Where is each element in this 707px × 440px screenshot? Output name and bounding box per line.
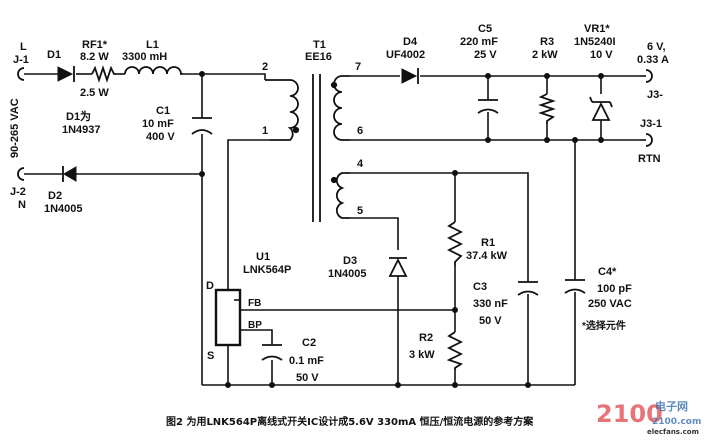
label-c1-volt: 400 V: [146, 131, 175, 143]
label-r1-val: 37.4 kW: [466, 250, 508, 262]
label-pin1: 1: [262, 125, 268, 137]
label-pin-s: S: [207, 350, 214, 362]
watermark-logo: 2100 电子网 2100.com elecfans.com: [596, 399, 701, 436]
capacitor-c5: [477, 99, 499, 114]
label-c5-val: 220 mF: [460, 36, 498, 48]
figure-caption: 图2 为用LNK564P离线式开关IC设计成5.6V 330mA 恒压/恒流电源…: [166, 415, 534, 428]
label-r1-name: R1: [481, 237, 495, 249]
label-c4-name: C4*: [598, 266, 617, 278]
label-vr1-part: 1N5240I: [574, 36, 616, 48]
zener-vr1: [589, 96, 613, 121]
label-r3-name: R3: [540, 36, 554, 48]
label-c1-name: C1: [156, 105, 170, 117]
label-n: N: [18, 199, 26, 211]
label-c5-name: C5: [478, 23, 492, 35]
label-j3-minus: J3-: [647, 89, 663, 101]
label-r2-val: 3 kW: [409, 349, 435, 361]
capacitor-c1: [191, 117, 213, 135]
capacitor-c2: [261, 344, 283, 361]
label-d2: D2: [48, 190, 62, 202]
resistor-r2: [446, 331, 464, 370]
label-d1: D1: [47, 49, 61, 61]
label-pin-bp: BP: [248, 320, 262, 331]
label-vr1-name: VR1*: [584, 23, 610, 35]
label-l1-val: 3300 mH: [122, 51, 167, 63]
label-pin-d: D: [206, 280, 214, 292]
capacitor-c4: [564, 279, 586, 294]
label-c4-note: *选择元件: [582, 319, 626, 332]
label-d3-name: D3: [343, 255, 357, 267]
label-u1-name: U1: [256, 251, 270, 263]
label-d1-note: D1为: [66, 109, 91, 123]
diode-d2: [62, 166, 77, 182]
label-c1-val: 10 mF: [142, 118, 174, 130]
label-c3-name: C3: [473, 281, 487, 293]
label-rf1-power: 2.5 W: [80, 87, 109, 99]
terminal-j3-minus: [640, 69, 653, 83]
label-c5-volt: 25 V: [474, 49, 497, 61]
label-j2: J-2: [10, 186, 26, 198]
label-r2-name: R2: [419, 332, 433, 344]
label-d4-name: D4: [403, 36, 418, 48]
label-c4-volt: 250 VAC: [588, 298, 632, 310]
label-l1-name: L1: [146, 39, 159, 51]
watermark-brand: 2100: [596, 400, 663, 428]
label-d1-part: 1N4937: [62, 124, 101, 136]
label-c4-val: 100 pF: [597, 283, 632, 295]
label-r3-val: 2 kW: [532, 49, 558, 61]
label-c3-val: 330 nF: [473, 298, 508, 310]
label-t1-core: EE16: [305, 51, 332, 63]
labels: L J-1 J-2 N 90-265 VAC D1 RF1* 8.2 W 2.5…: [9, 23, 669, 384]
capacitor-c3: [517, 281, 539, 296]
ic-u1: [214, 288, 242, 347]
label-pin4: 4: [357, 158, 364, 170]
watermark-brand-cn: 电子网: [655, 399, 688, 413]
diode-d1: [57, 66, 75, 82]
label-c2-val: 0.1 mF: [289, 355, 324, 367]
label-pin2: 2: [262, 61, 268, 73]
diode-d3: [388, 257, 408, 277]
label-pin5: 5: [357, 205, 363, 217]
terminal-j2: [17, 167, 25, 181]
diode-d4: [401, 68, 419, 84]
label-d3-part: 1N4005: [328, 268, 367, 280]
label-d2-part: 1N4005: [44, 203, 83, 215]
label-vr1-volt: 10 V: [590, 49, 613, 61]
inductor-l1: [124, 66, 183, 75]
watermark-site: 2100.com: [652, 417, 701, 427]
label-rf1-name: RF1*: [82, 39, 108, 51]
label-voltage: 90-265 VAC: [9, 98, 21, 158]
label-j1: J-1: [13, 54, 29, 66]
transformer-t1: [265, 74, 350, 222]
label-rf1-val: 8.2 W: [80, 51, 109, 63]
watermark-credit: elecfans.com: [647, 428, 699, 436]
label-pin7: 7: [355, 61, 361, 73]
label-c2-volt: 50 V: [296, 372, 319, 384]
junctions: [199, 71, 604, 388]
label-out-v: 6 V,: [647, 41, 666, 53]
label-out-i: 0.33 A: [637, 54, 669, 66]
label-l: L: [20, 41, 27, 53]
label-c3-volt: 50 V: [479, 315, 502, 327]
label-c2-name: C2: [302, 337, 316, 349]
label-t1-name: T1: [313, 39, 326, 51]
label-j3-1: J3-1: [640, 118, 662, 130]
resistor-rf1: [91, 65, 116, 83]
resistor-r3: [538, 93, 556, 124]
label-pin-fb: FB: [248, 298, 261, 309]
label-u1-part: LNK564P: [243, 264, 291, 276]
label-d4-part: UF4002: [386, 49, 425, 61]
label-rtn: RTN: [638, 153, 661, 165]
label-pin6: 6: [357, 125, 363, 137]
resistor-r1: [446, 221, 464, 266]
terminal-j1: [17, 67, 25, 81]
terminal-j3-1: [640, 133, 653, 147]
